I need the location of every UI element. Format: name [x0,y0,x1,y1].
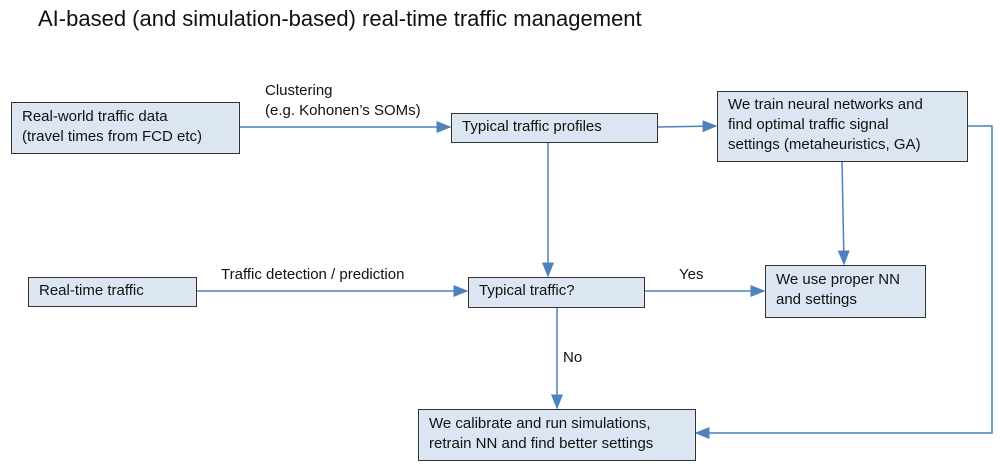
node-train-nn: We train neural networks and find optima… [717,91,968,162]
diagram-title: AI-based (and simulation-based) real-tim… [38,6,642,31]
node-text: Real-time traffic [39,282,144,299]
node-text: We calibrate and run simulations, [429,415,651,432]
node-typical-profiles: Typical traffic profiles [451,113,658,143]
node-typical-question: Typical traffic? [468,277,645,308]
label-line: (e.g. Kohonen’s SOMs) [265,102,421,119]
node-text: Real-world traffic data [22,108,168,125]
node-use-nn: We use proper NN and settings [765,265,926,318]
node-text: (travel times from FCD etc) [22,128,203,145]
label-no: No [563,349,583,366]
arrow-profiles-to-train [656,120,718,133]
label-yes: Yes [679,266,704,283]
arrow-train-to-use [837,160,850,266]
node-text: find optimal traffic signal [728,116,889,133]
node-text: Typical traffic profiles [462,118,602,135]
label-line: Clustering [265,82,333,99]
node-text: Typical traffic? [479,282,575,299]
node-real-world-data: Real-world traffic data (travel times fr… [11,102,240,154]
node-text: and settings [776,291,857,308]
label-detection: Traffic detection / prediction [221,266,405,283]
node-real-time: Real-time traffic [28,277,197,307]
node-text: We train neural networks and [728,96,923,113]
arrow-train-to-calibrate [694,125,993,439]
label-clustering: Clustering (e.g. Kohonen’s SOMs) [265,81,421,121]
node-text: settings (metaheuristics, GA) [728,136,921,153]
node-text: We use proper NN [776,271,900,288]
node-calibrate: We calibrate and run simulations, retrai… [418,409,696,461]
node-text: retrain NN and find better settings [429,435,654,452]
